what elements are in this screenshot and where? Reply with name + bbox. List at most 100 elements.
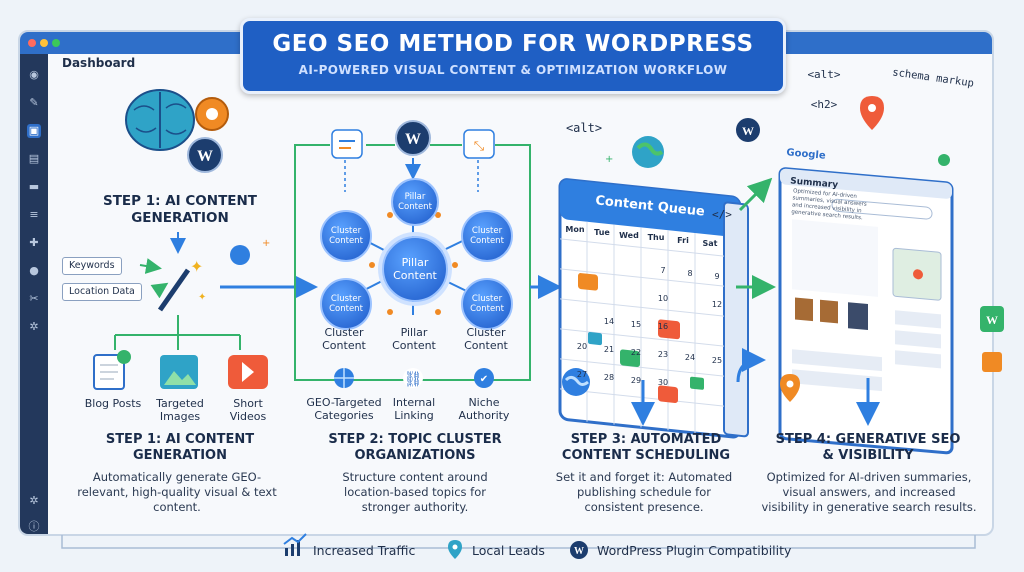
calendar-date: 7 — [660, 266, 666, 276]
short-videos-icon — [228, 355, 268, 389]
calendar-date: 27 — [576, 370, 588, 379]
svg-text:W: W — [197, 148, 213, 165]
svg-text:</>: </> — [712, 208, 732, 221]
calendar-date: 23 — [657, 350, 669, 360]
niche-authority-label: Niche Authority — [458, 396, 510, 422]
pillar-content-label: Pillar Content — [392, 326, 436, 352]
calendar-date: 20 — [576, 342, 588, 351]
calendar-date: 10 — [657, 294, 669, 304]
step3-description: Set it and forget it: Automated publishi… — [555, 470, 733, 514]
calendar-date: 14 — [603, 316, 615, 326]
users-icon[interactable]: ● — [29, 264, 39, 277]
calendar-illustration — [558, 178, 749, 439]
calendar-date: 30 — [657, 378, 669, 388]
maximize-dot[interactable] — [52, 39, 60, 47]
svg-text:⛓: ⛓ — [403, 370, 422, 388]
browser-window-illustration — [778, 167, 954, 455]
link-icon: ⛓ — [403, 368, 423, 388]
calendar-day-label: Thu — [647, 233, 665, 243]
admin-sidebar: ◉ ✎ ▣ ▤ ▬ ≡ ✚ ● ✂ ✲ ✲ ⓘ — [20, 54, 48, 534]
chart-card-icon — [331, 129, 363, 159]
svg-text:✦: ✦ — [190, 257, 203, 276]
close-dot[interactable] — [28, 39, 36, 47]
pillar-node-small: Pillar Content — [391, 178, 439, 226]
info-icon[interactable]: ⓘ — [28, 520, 40, 533]
svg-text:+: + — [605, 154, 613, 165]
calendar-date: 8 — [687, 269, 693, 279]
dashboard-label: Dashboard — [62, 56, 136, 70]
alt-tag-label: <alt> — [565, 121, 603, 135]
globe-icon — [562, 368, 590, 396]
media-icon[interactable]: ▣ — [27, 124, 41, 138]
gear-icon — [195, 97, 229, 131]
internal-linking-label: Internal Linking — [392, 396, 436, 422]
brain-icon — [125, 89, 195, 151]
step4-description: Optimized for AI-driven summaries, visua… — [761, 470, 977, 514]
svg-text:W: W — [742, 124, 754, 138]
wordpress-logo-icon: W — [187, 137, 223, 173]
footer-local-leads: Local Leads — [472, 543, 545, 558]
targeted-images-icon — [160, 355, 198, 389]
blog-posts-label: Blog Posts — [84, 397, 142, 410]
svg-text:W: W — [574, 546, 584, 557]
cluster-node: Cluster Content — [461, 278, 513, 330]
wordpress-logo-icon: W — [570, 541, 588, 559]
calendar-day-label: Fri — [677, 236, 689, 246]
pillar-node-center: Pillar Content — [382, 236, 448, 302]
wordpress-logo-icon: W — [736, 118, 760, 142]
svg-text:✔: ✔ — [480, 374, 488, 385]
svg-text:W: W — [986, 313, 998, 327]
svg-text:W: W — [405, 131, 421, 148]
calendar-date: 21 — [603, 344, 615, 354]
settings-icon[interactable]: ✲ — [29, 320, 39, 333]
globe-icon — [632, 136, 664, 168]
alt-tag-label: <alt> — [807, 68, 841, 81]
calendar-day-label: Sat — [702, 239, 718, 248]
gear-icon[interactable]: ✲ — [29, 494, 39, 507]
step2-description: Structure content around location-based … — [342, 470, 488, 514]
tools-icon[interactable]: ✂ — [29, 292, 39, 305]
wordpress-logo-icon: W — [980, 306, 1004, 332]
chat-bubble-icon: + — [230, 238, 270, 265]
minimize-dot[interactable] — [40, 39, 48, 47]
map-pin-icon — [860, 96, 884, 130]
step1-heading: STEP 1: AI CONTENT GENERATION — [105, 432, 255, 463]
plugins-icon[interactable]: ✚ — [29, 236, 39, 249]
globe-icon — [334, 368, 354, 388]
svg-text:✦: ✦ — [198, 292, 206, 303]
calendar-date: 25 — [711, 356, 723, 365]
footer-increased-traffic: Increased Traffic — [313, 543, 416, 558]
trend-chart-icon — [283, 533, 307, 556]
calendar-day-label: Mon — [565, 225, 585, 234]
pin-icon[interactable]: ✎ — [29, 96, 39, 109]
geo-targeted-categories-label: GEO-Targeted Categories — [306, 396, 382, 422]
page-title: GEO SEO METHOD FOR WORDPRESS — [272, 31, 754, 57]
calendar-day-label: Wed — [619, 230, 639, 240]
dashboard-icon[interactable]: ◉ — [29, 68, 39, 81]
step1-top-heading: STEP 1: AI CONTENT GENERATION — [102, 193, 258, 226]
h2-tag-label: <h2> — [810, 98, 838, 111]
blog-posts-icon — [93, 350, 131, 390]
calendar-date: 9 — [714, 272, 720, 281]
calendar-day-label: Tue — [594, 227, 610, 237]
targeted-images-label: Targeted Images — [156, 397, 204, 423]
calendar-date: 28 — [603, 372, 615, 382]
cluster-content-label: Cluster Content — [464, 326, 508, 352]
list-icon[interactable]: ≡ — [29, 208, 39, 221]
pages-icon[interactable]: ▤ — [28, 152, 40, 165]
footer-wordpress-plugin: WordPress Plugin Compatibility — [597, 543, 792, 558]
cluster-content-label: Cluster Content — [322, 326, 366, 352]
comments-icon[interactable]: ▬ — [28, 180, 40, 193]
cluster-node: Cluster Content — [320, 210, 372, 262]
shrink-card-icon: ⤡ — [463, 129, 495, 159]
title-banner: GEO SEO METHOD FOR WORDPRESS AI-POWERED … — [240, 18, 786, 94]
calendar-date: 15 — [630, 319, 642, 329]
map-pin-icon — [448, 540, 462, 559]
step2-heading: STEP 2: TOPIC CLUSTER ORGANIZATIONS — [328, 432, 502, 463]
keywords-input-tag: Keywords — [62, 257, 122, 275]
calendar-date: 29 — [630, 375, 642, 385]
step4-heading: STEP 4: GENERATIVE SEO & VISIBILITY — [775, 432, 961, 463]
step3-heading: STEP 3: AUTOMATED CONTENT SCHEDULING — [561, 432, 731, 463]
cluster-node: Cluster Content — [461, 210, 513, 262]
calendar-date: 22 — [630, 347, 642, 357]
